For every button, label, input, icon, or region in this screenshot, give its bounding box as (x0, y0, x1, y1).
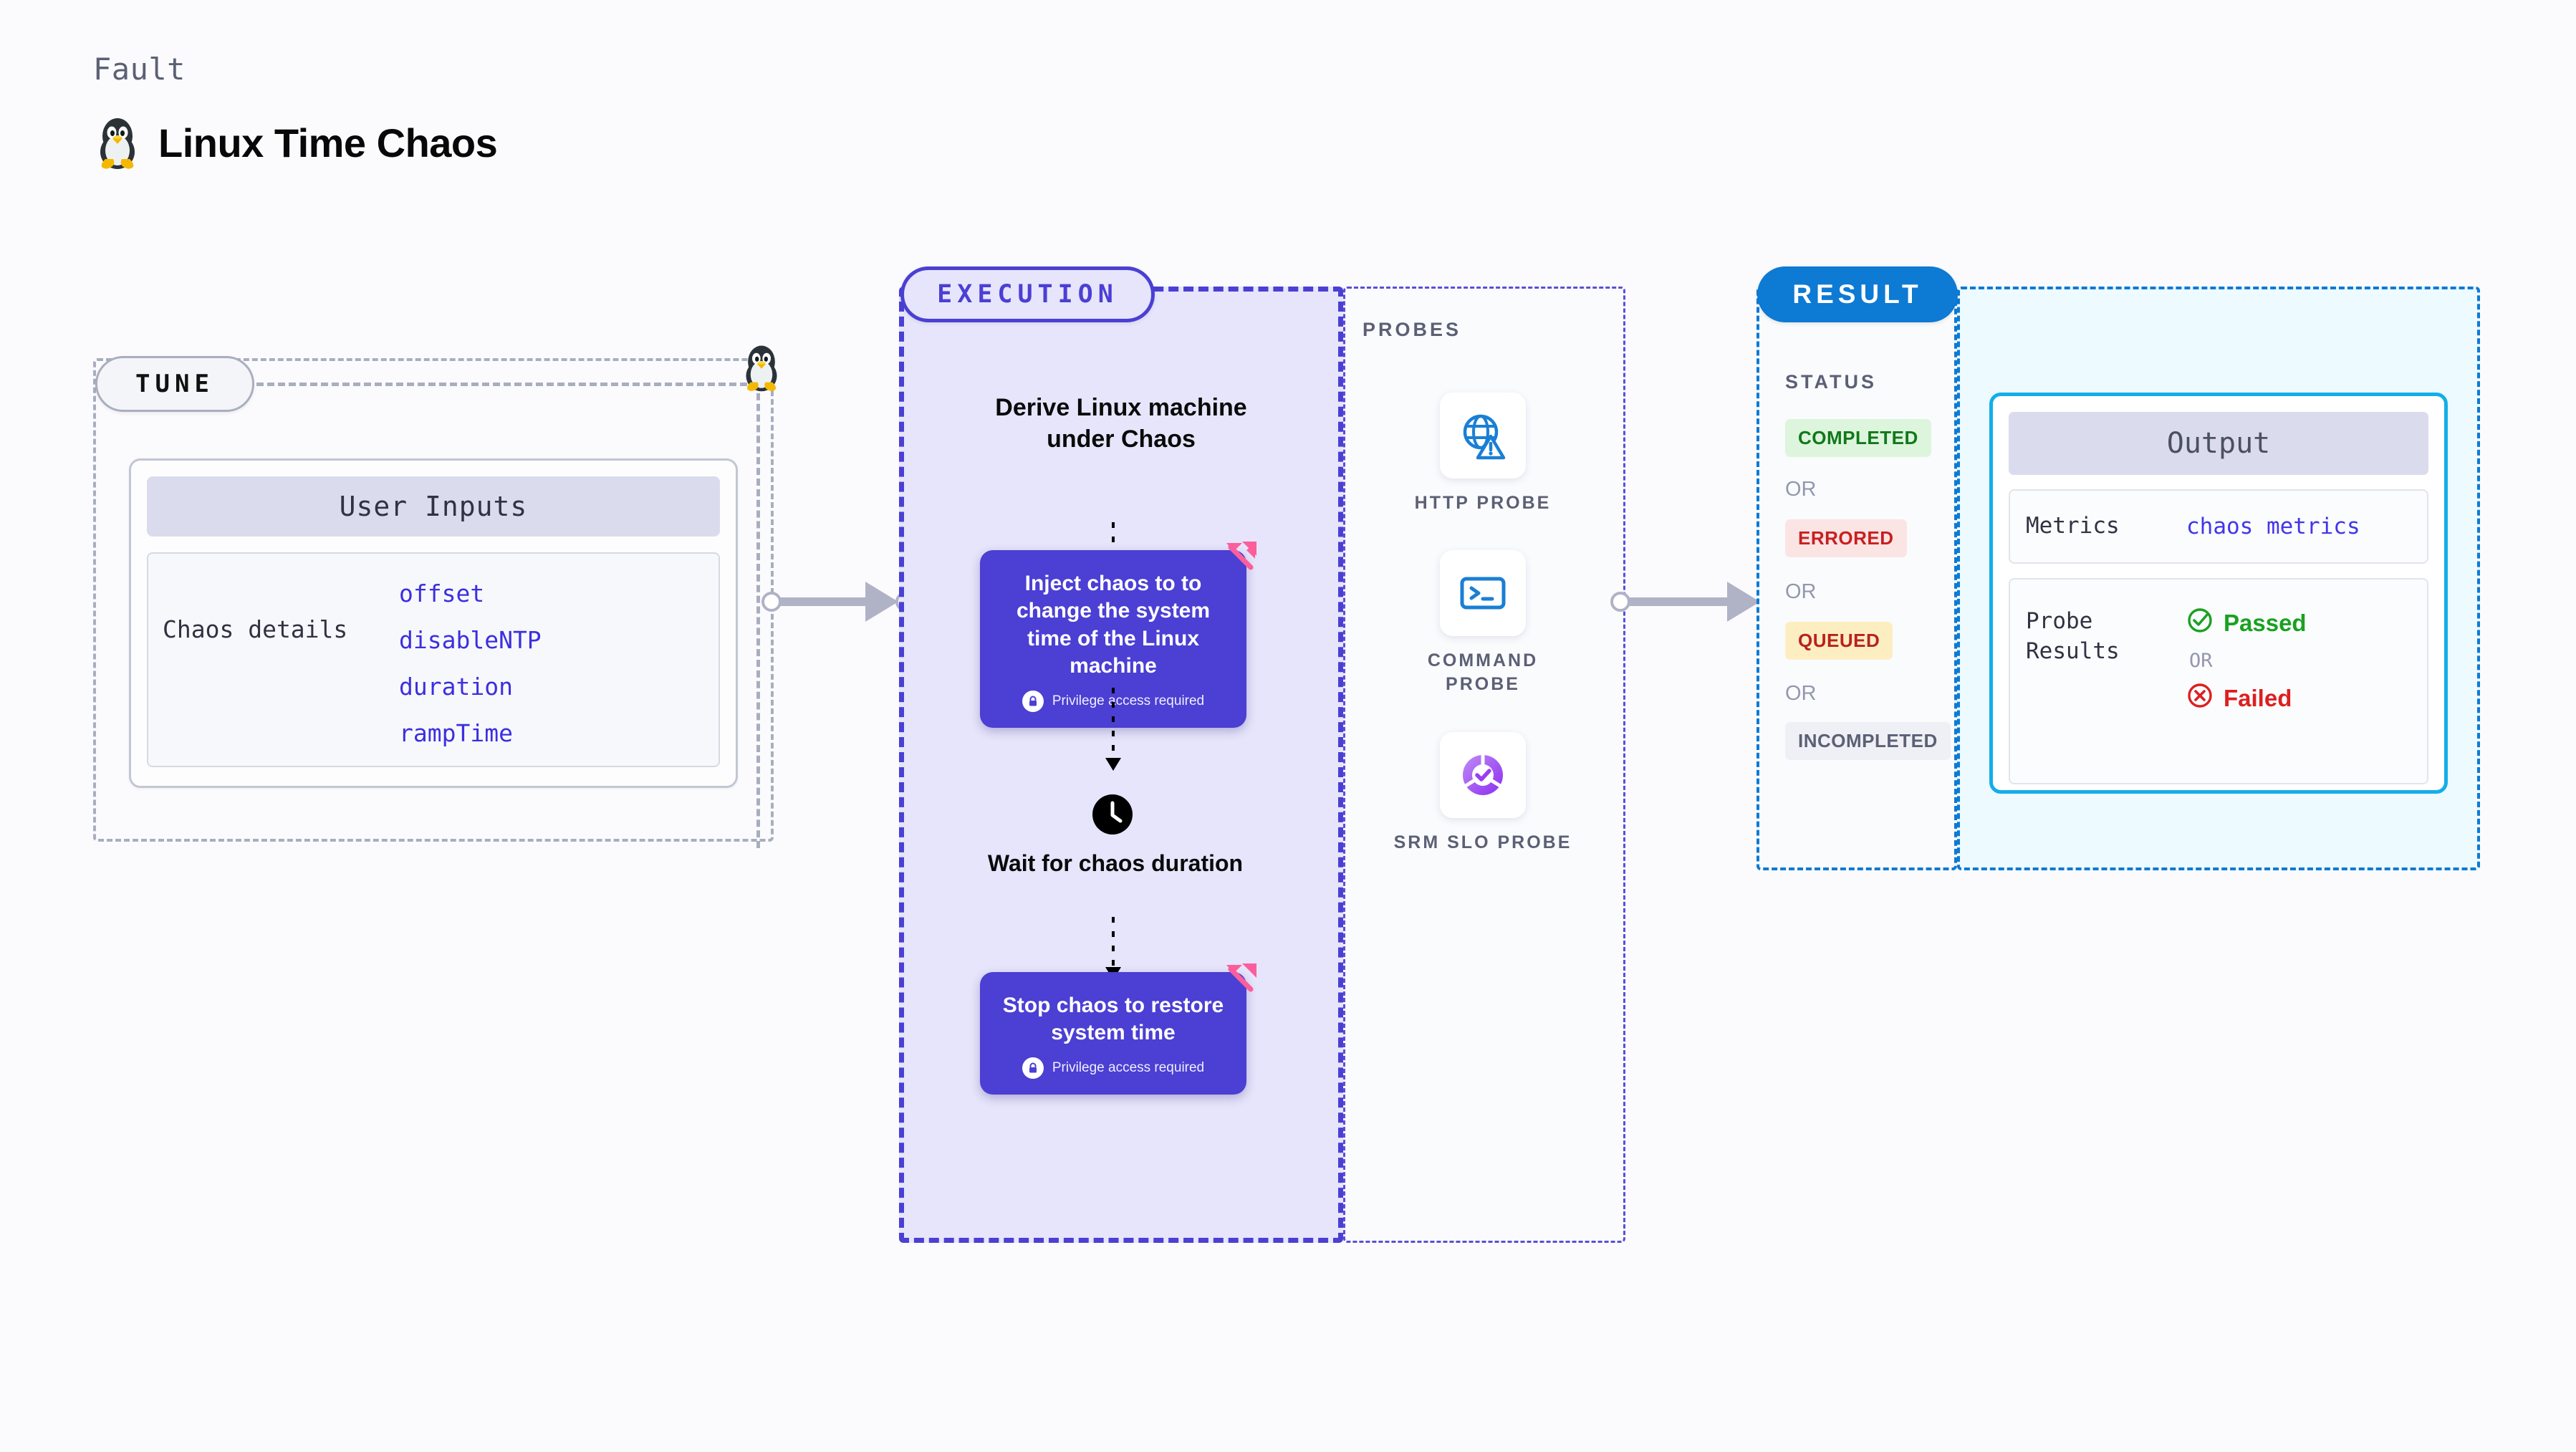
status-or-1: OR (1785, 478, 1817, 501)
probe-item-command[interactable]: COMMAND PROBE (1390, 550, 1576, 696)
flow-arrow-3 (1105, 917, 1121, 980)
inject-privilege-text: Privilege access required (1052, 693, 1205, 708)
probe-result-or: OR (2189, 650, 2213, 672)
fault-ribbon-icon (1224, 540, 1258, 574)
connector-start-dot (761, 592, 782, 612)
stop-privilege-text: Privilege access required (1052, 1059, 1205, 1075)
failed-label: Failed (2224, 685, 2292, 711)
chaos-details-label: Chaos details (163, 615, 348, 643)
probe-label-srm-slo: SRM SLO PROBE (1393, 832, 1572, 852)
clock-icon (1092, 794, 1133, 835)
status-badge-completed: COMPLETED (1785, 419, 1931, 457)
tux-penguin-icon (736, 342, 787, 393)
connector-arrowhead (1727, 582, 1760, 622)
status-badge-queued: QUEUED (1785, 622, 1893, 660)
connector-bar (772, 597, 879, 606)
inject-chaos-title: Inject chaos to to change the system tim… (1016, 572, 1211, 678)
globe-warning-icon (1440, 393, 1526, 479)
status-or-2: OR (1785, 580, 1817, 603)
flow-arrow-2 (1105, 688, 1121, 771)
result-section-pill[interactable]: RESULT (1757, 266, 1958, 322)
probe-results-values: Passed OR Failed (2186, 607, 2307, 783)
wait-duration-text: Wait for chaos duration (987, 850, 1244, 876)
probe-label-http: HTTP PROBE (1414, 493, 1552, 513)
status-panel (1756, 287, 1957, 870)
chaos-param-ramptime[interactable]: rampTime (399, 719, 513, 747)
fault-ribbon-icon (1224, 962, 1258, 996)
status-or-3: OR (1785, 682, 1817, 705)
connector-probes-to-result (1610, 582, 1779, 622)
probe-results-key: Probe Results (2026, 608, 2120, 664)
metrics-row: Metrics chaos metrics (2009, 489, 2428, 564)
derive-machine-text: Derive Linux machine under Chaos (995, 394, 1247, 453)
inject-privilege-row: Privilege access required (994, 690, 1232, 712)
chaos-param-disablentp[interactable]: disableNTP (399, 626, 542, 654)
slo-donut-check-icon (1440, 732, 1526, 818)
check-circle-icon (2186, 607, 2214, 640)
status-badge-errored: ERRORED (1785, 519, 1907, 557)
user-inputs-card: User Inputs Chaos details offset disable… (129, 458, 738, 788)
status-badge-incompleted: INCOMPLETED (1785, 722, 1951, 760)
chaos-params-list: offset disableNTP duration rampTime (399, 572, 542, 759)
stop-chaos-card[interactable]: Stop chaos to restore system time Privil… (980, 963, 1256, 1095)
tune-section-pill[interactable]: TUNE (95, 356, 254, 412)
lock-icon (1022, 1057, 1044, 1079)
connector-tune-to-execution (761, 582, 915, 622)
tune-connector-vertical (756, 383, 760, 848)
connector-start-dot (1610, 592, 1630, 612)
passed-label: Passed (2224, 610, 2307, 636)
tune-connector-horizontal (256, 383, 758, 386)
page-kicker: Fault (93, 52, 186, 87)
metrics-value[interactable]: chaos metrics (2186, 514, 2360, 539)
page-title: Linux Time Chaos (158, 120, 498, 165)
connector-arrowhead (865, 582, 898, 622)
probe-label-command: COMMAND PROBE (1427, 650, 1539, 694)
status-label: STATUS (1785, 371, 1877, 393)
output-header: Output (2009, 412, 2428, 475)
output-card: Output Metrics chaos metrics Probe Resul… (1989, 393, 2448, 794)
probes-label: PROBES (1363, 319, 1462, 340)
probe-item-http[interactable]: HTTP PROBE (1390, 393, 1576, 515)
chaos-details-box: Chaos details offset disableNTP duration… (147, 552, 720, 767)
x-circle-icon (2186, 682, 2214, 715)
user-inputs-header: User Inputs (147, 476, 720, 537)
connector-bar (1620, 597, 1741, 606)
tux-penguin-icon (95, 115, 140, 170)
probe-result-failed: Failed (2186, 682, 2307, 715)
lock-icon (1022, 690, 1044, 712)
probe-result-passed: Passed (2186, 607, 2307, 640)
metrics-key: Metrics (2026, 513, 2120, 539)
stop-privilege-row: Privilege access required (994, 1057, 1232, 1079)
probe-results-row: Probe Results Passed OR (2009, 578, 2428, 784)
page-title-row: Linux Time Chaos (95, 115, 498, 170)
chaos-param-offset[interactable]: offset (399, 580, 485, 607)
stop-chaos-title: Stop chaos to restore system time (1002, 994, 1224, 1045)
execution-section-pill[interactable]: EXECUTION (900, 266, 1155, 322)
chaos-param-duration[interactable]: duration (399, 673, 513, 701)
terminal-icon (1440, 550, 1526, 636)
probe-item-srm-slo[interactable]: SRM SLO PROBE (1390, 732, 1576, 855)
